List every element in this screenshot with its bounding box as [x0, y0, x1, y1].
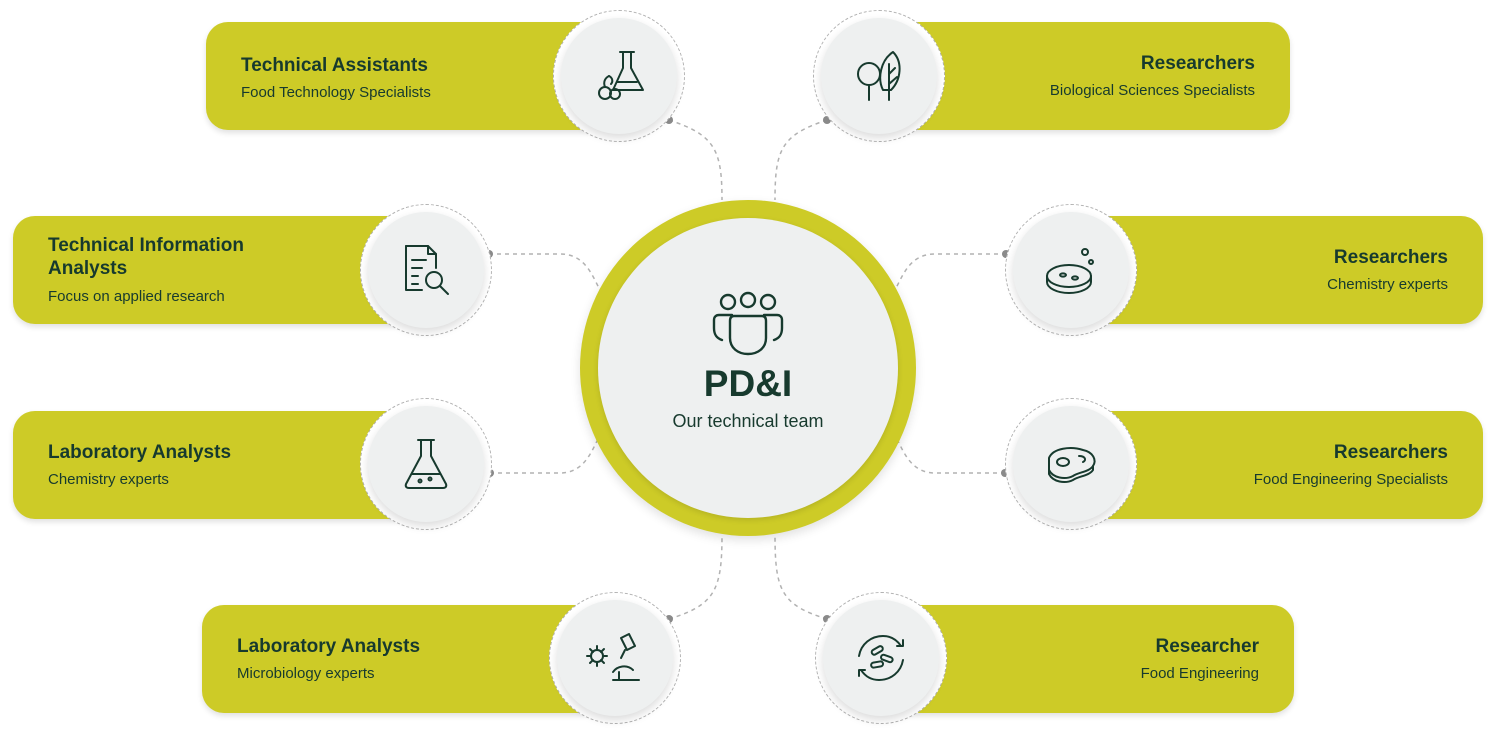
role-subtitle: Food Engineering — [1140, 665, 1259, 682]
role-title: Laboratory Analysts — [237, 636, 421, 657]
role-card-researchers-food-eng: Researchers Food Engineering Specialists — [1083, 411, 1483, 519]
hub-title: PD&I — [703, 363, 793, 404]
role-card-researchers-chem: Researchers Chemistry experts — [1083, 216, 1483, 324]
role-subtitle: Focus on applied research — [48, 288, 225, 305]
virus-microscope-icon — [586, 633, 640, 681]
icon-disc — [1013, 406, 1129, 522]
team-icon — [712, 291, 784, 356]
connector-researcher-food — [774, 534, 828, 620]
connector-info-analysts — [489, 253, 601, 291]
connector-researchers-chem — [894, 253, 1006, 291]
hub-subtitle: Our technical team — [672, 411, 824, 431]
hub: PD&I Our technical team — [598, 218, 898, 518]
role-subtitle: Microbiology experts — [237, 665, 375, 682]
bacteria-cycle-icon — [858, 635, 904, 681]
role-subtitle: Chemistry experts — [1327, 276, 1448, 293]
role-subtitle: Food Engineering Specialists — [1253, 471, 1448, 488]
connector-technical-assistants — [668, 119, 723, 201]
role-title: Laboratory Analysts — [48, 442, 232, 463]
erlenmeyer-flask-icon — [404, 439, 448, 489]
lab-flask-olives-icon — [598, 51, 644, 100]
role-card-lab-microbiology: Laboratory Analysts Microbiology experts — [202, 605, 602, 713]
role-title: Researchers — [1333, 442, 1448, 463]
icon-disc — [1013, 212, 1129, 328]
role-subtitle: Chemistry experts — [48, 471, 169, 488]
role-title: Technical Assistants — [241, 55, 428, 76]
role-title: Technical Information Analysts — [48, 235, 245, 279]
role-card-technical-assistants: Technical Assistants Food Technology Spe… — [206, 22, 606, 130]
icon-disc — [821, 18, 937, 134]
icon-disc — [368, 406, 484, 522]
connector-researchers-bio — [774, 119, 828, 201]
icon-disc — [823, 600, 939, 716]
icon-disc — [368, 212, 484, 328]
role-card-lab-chemistry: Laboratory Analysts Chemistry experts — [13, 411, 413, 519]
document-search-icon — [405, 245, 449, 295]
role-card-researchers-bio: Researchers Biological Sciences Speciali… — [890, 22, 1290, 130]
role-subtitle: Food Technology Specialists — [241, 84, 431, 101]
connector-lab-chemistry — [490, 434, 601, 474]
steak-icon — [1048, 447, 1096, 483]
connector-lab-microbiology — [668, 534, 723, 620]
role-title: Researchers — [1140, 53, 1255, 74]
icon-disc — [561, 18, 677, 134]
role-title: Researchers — [1333, 247, 1448, 268]
role-title: Researcher — [1155, 636, 1259, 657]
role-subtitle: Biological Sciences Specialists — [1049, 82, 1255, 99]
icon-disc — [557, 600, 673, 716]
petri-dish-icon — [1046, 248, 1094, 294]
role-card-info-analysts: Technical Information Analysts Focus on … — [13, 216, 413, 324]
connector-researchers-food-eng — [894, 434, 1005, 474]
role-card-researcher-food: Researcher Food Engineering — [894, 605, 1294, 713]
tree-leaf-icon — [857, 51, 901, 101]
